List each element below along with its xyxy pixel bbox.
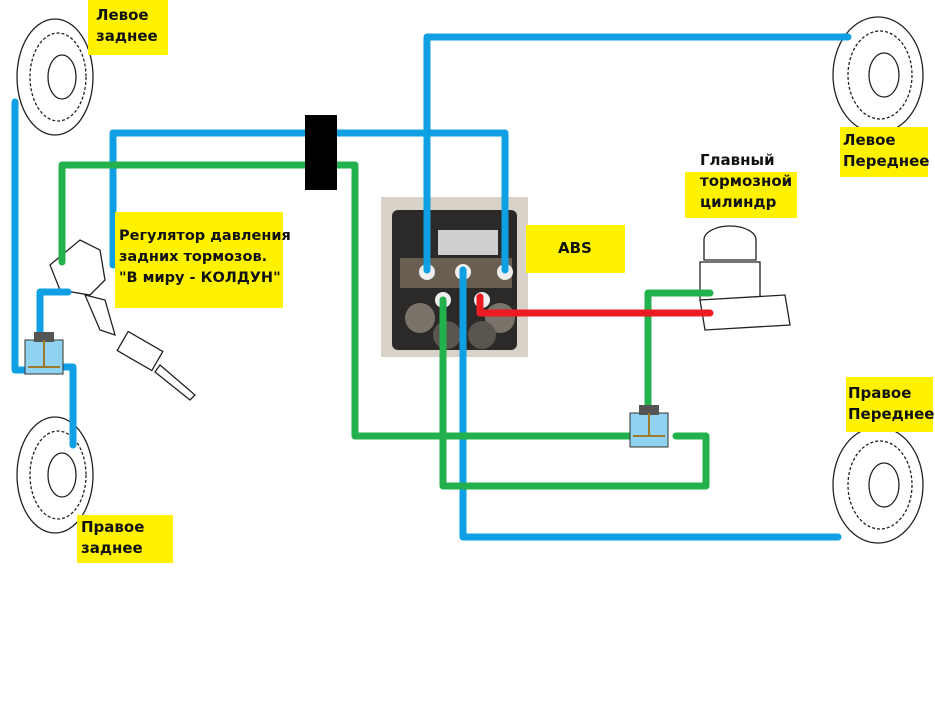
- pipe-blue-regulator-to-tee: [36, 288, 72, 344]
- pipe-red-master-to-abs: [476, 293, 714, 317]
- disc-rear-right: [16, 416, 94, 534]
- pipe-blue-rear-right: [60, 363, 77, 449]
- tee-rear: [24, 332, 64, 375]
- pipe-blue-rear-left: [11, 98, 32, 374]
- label-rear-right: Правое заднее: [77, 515, 173, 563]
- label-line: заднее: [96, 27, 158, 45]
- label-rear-left: Левое заднее: [88, 0, 168, 55]
- label-line: Левое: [843, 131, 896, 149]
- label-regulator: Регулятор давления задних тормозов. "В м…: [115, 212, 291, 308]
- disc-front-right: [832, 426, 924, 544]
- label-front-left: Левое Переднее: [840, 127, 930, 177]
- pipe-blue-front-right: [459, 266, 842, 541]
- tee-front: [629, 405, 669, 448]
- label-front-right: Правое Переднее: [846, 377, 935, 432]
- label-line: Переднее: [848, 405, 935, 423]
- pipe-blue-front-left: [423, 33, 852, 274]
- label-line: "В миру - КОЛДУН": [119, 270, 281, 286]
- label-master-cylinder: Главный тормозной цилиндр: [685, 150, 797, 218]
- label-line: ABS: [558, 239, 592, 257]
- label-line: Регулятор давления: [119, 228, 291, 244]
- label-line: тормозной: [700, 172, 793, 190]
- pipe-green-regulator: [58, 161, 637, 440]
- master-cylinder: [699, 225, 791, 331]
- label-line: цилиндр: [700, 193, 777, 211]
- label-line: Правое: [81, 518, 145, 536]
- label-line: Главный: [700, 151, 775, 169]
- label-line: Правое: [848, 384, 912, 402]
- label-line: Переднее: [843, 152, 930, 170]
- disc-rear-left: [16, 18, 94, 136]
- label-line: задних тормозов.: [119, 249, 268, 265]
- label-line: Левое: [96, 6, 149, 24]
- label-abs: ABS: [526, 225, 625, 273]
- label-line: заднее: [81, 539, 143, 557]
- pressure-regulator: [49, 239, 196, 401]
- pipe-green-tee-to-abs: [439, 296, 710, 490]
- pipe-connector-block: [305, 115, 337, 190]
- pipe-green-master-to-tee: [644, 289, 714, 414]
